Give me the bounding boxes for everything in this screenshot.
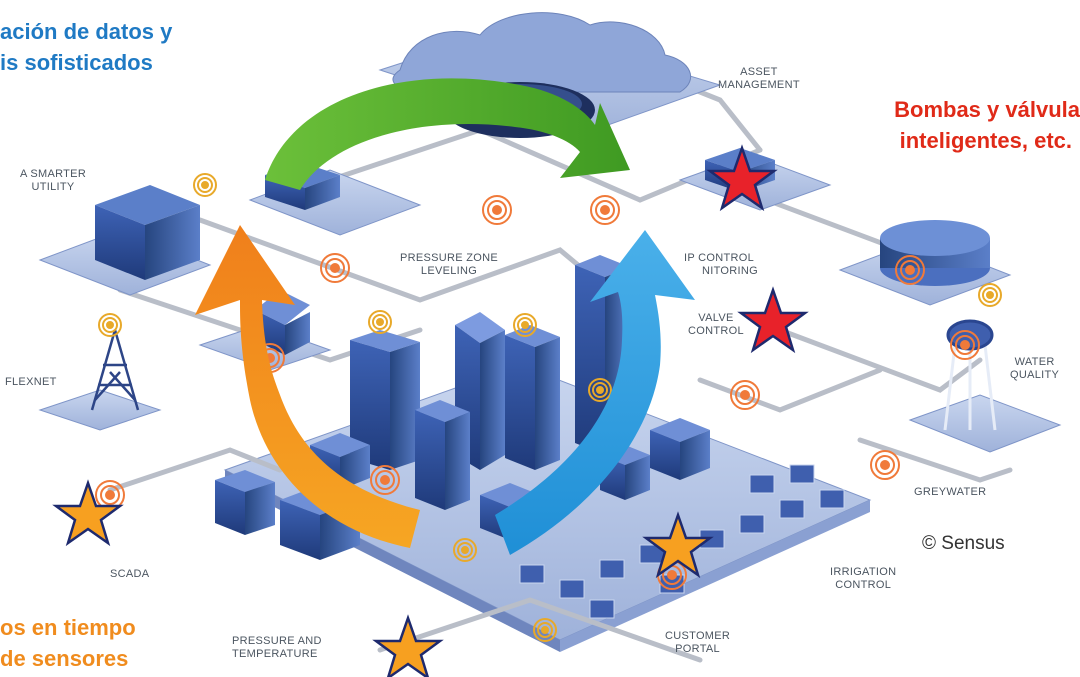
label-irrigation-control: IRRIGATION CONTROL xyxy=(830,566,896,592)
label-water-quality: WATER QUALITY xyxy=(1010,356,1059,382)
orange-star-suburb xyxy=(642,511,714,579)
label-line: PRESSURE ZONE xyxy=(400,252,499,264)
label-asset-management: ASSET MANAGEMENT xyxy=(718,66,800,92)
label-line: IP CONTROL xyxy=(684,252,755,264)
caption-line: Bombas y válvula xyxy=(894,97,1080,122)
label-line: CONTROL xyxy=(688,325,744,337)
suburban-houses xyxy=(519,464,845,619)
label-valve-control: VALVE CONTROL xyxy=(688,312,744,338)
flexnet-tower xyxy=(90,329,140,411)
copyright-notice: © Sensus xyxy=(922,533,1005,554)
sensor-beacons xyxy=(98,173,1002,642)
label-line: IRRIGATION xyxy=(830,566,897,578)
caption-realtime-sensors: os en tiempo de sensores xyxy=(0,612,136,674)
blue-arrow xyxy=(495,230,695,555)
red-star-pumps xyxy=(706,144,778,212)
label-line: A SMARTER xyxy=(20,168,87,180)
water-tank xyxy=(880,220,990,286)
smarter-utility-building xyxy=(95,185,200,280)
label-line: VALVE xyxy=(698,312,734,324)
pipe-network xyxy=(107,57,1013,663)
orange-star-scada xyxy=(52,479,124,547)
label-line: ASSET xyxy=(740,66,778,78)
orange-star-pressure xyxy=(372,614,444,677)
label-line: CONTROL xyxy=(835,579,892,591)
label-pressure-zone: PRESSURE ZONE LEVELING xyxy=(400,252,498,278)
red-star-valve xyxy=(737,286,809,354)
label-flexnet: FLEXNET xyxy=(5,376,57,388)
label-scada: SCADA xyxy=(110,568,150,580)
label-smarter-utility: A SMARTER UTILITY xyxy=(20,168,86,194)
label-line: QUALITY xyxy=(1010,369,1060,381)
label-line: CUSTOMER xyxy=(665,630,731,642)
label-line: MANAGEMENT xyxy=(718,79,800,91)
caption-data-analysis: ación de datos y is sofisticados xyxy=(0,16,172,78)
label-line: NITORING xyxy=(702,265,758,277)
caption-line: is sofisticados xyxy=(0,50,153,75)
label-greywater: GREYWATER xyxy=(914,486,987,498)
caption-smart-pumps-valves: Bombas y válvula inteligentes, etc. xyxy=(894,94,1080,156)
orange-arrow xyxy=(195,225,420,548)
label-line: TEMPERATURE xyxy=(232,648,318,660)
label-line: PORTAL xyxy=(675,643,720,655)
label-pump-control: IP CONTROL NITORING xyxy=(684,252,758,278)
label-customer-portal: CUSTOMER PORTAL xyxy=(665,630,730,656)
green-arrow xyxy=(265,78,630,190)
caption-line: os en tiempo xyxy=(0,615,136,640)
caption-line: inteligentes, etc. xyxy=(899,128,1072,153)
label-line: UTILITY xyxy=(31,181,75,193)
label-line: PRESSURE AND xyxy=(232,635,322,647)
label-line: WATER xyxy=(1014,356,1055,368)
label-line: LEVELING xyxy=(420,265,478,277)
caption-line: de sensores xyxy=(0,646,129,671)
label-pressure-temperature: PRESSURE AND TEMPERATURE xyxy=(232,635,322,661)
water-tower xyxy=(943,319,997,431)
cycle-arrows xyxy=(195,78,695,555)
caption-line: ación de datos y xyxy=(0,19,173,44)
